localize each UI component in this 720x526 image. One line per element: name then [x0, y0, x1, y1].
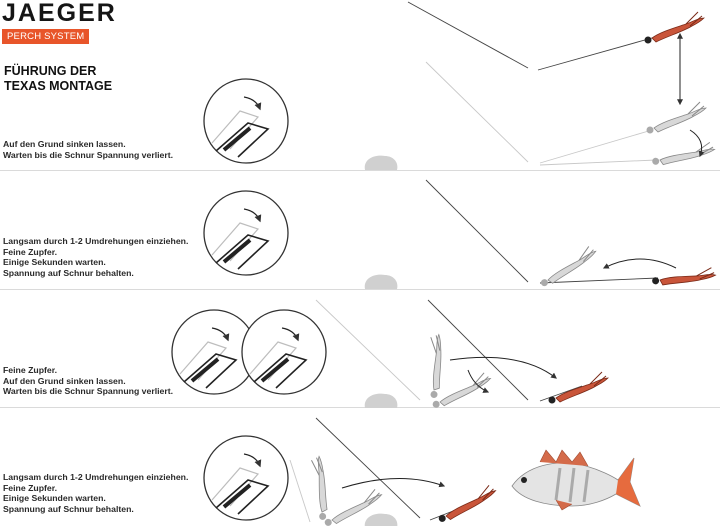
crayfish-bait-ghost-icon	[294, 454, 344, 522]
fishing-line	[315, 417, 421, 519]
step-3-line-2: Auf den Grund sinken lassen.	[3, 375, 126, 386]
page-title: FÜHRUNG DER TEXAS MONTAGE	[4, 64, 112, 94]
page-title-line1: FÜHRUNG DER	[4, 64, 97, 78]
rock-icon	[364, 393, 398, 408]
step-2-text: Langsam durch 1-2 Umdrehungen einziehen.…	[3, 236, 188, 278]
rock-icon	[364, 274, 398, 289]
fishing-line	[537, 37, 653, 71]
step-4-line-4: Spannung auf Schnur behalten.	[3, 503, 134, 514]
fishing-line	[427, 299, 529, 401]
fishing-line-ghost	[539, 129, 653, 164]
step-2-line-1: Langsam durch 1-2 Umdrehungen einziehen.	[3, 236, 189, 246]
step-3-text: Feine Zupfer. Auf den Grund sinken lasse…	[3, 365, 173, 397]
crayfish-bait-icon	[650, 252, 718, 301]
step-2-line-3: Einige Sekunden warten.	[3, 257, 106, 267]
arrow-icon	[602, 258, 677, 269]
arrow-icon	[467, 369, 490, 393]
arrow-icon	[689, 129, 705, 158]
arrow-icon	[449, 356, 557, 379]
crayfish-bait-ghost-icon	[646, 101, 707, 134]
fishing-line	[539, 277, 659, 284]
fishing-line	[425, 179, 529, 283]
fishing-line-ghost	[315, 299, 421, 401]
page-title-line2: TEXAS MONTAGE	[4, 79, 113, 93]
step-3-line-1: Feine Zupfer.	[3, 365, 58, 375]
reel-handle-icon	[204, 191, 288, 275]
section-divider-1	[0, 170, 720, 171]
rock-icon	[364, 513, 398, 526]
crayfish-bait-icon	[435, 484, 499, 523]
reel-handle-icon	[204, 436, 288, 520]
reel-handle-icon	[204, 79, 288, 163]
fishing-line-ghost	[539, 159, 657, 166]
brand-name: JAEGER	[2, 0, 117, 27]
step-1-line-2: Warten bis die Schnur Spannung verliert.	[3, 149, 174, 160]
step-2-line-2: Feine Zupfer.	[3, 246, 58, 257]
section-divider-2	[0, 289, 720, 290]
step-4-text: Langsam durch 1-2 Umdrehungen einziehen.…	[3, 472, 188, 514]
reel-handle-icon	[242, 310, 326, 394]
crayfish-bait-icon	[548, 371, 609, 404]
fishing-line-ghost	[289, 459, 311, 523]
crayfish-bait-icon	[644, 11, 705, 44]
section-divider-3	[0, 407, 720, 408]
fishing-line	[539, 385, 583, 402]
fishing-line-ghost	[425, 61, 529, 163]
brand-subtitle-badge: PERCH SYSTEM	[2, 29, 90, 44]
crayfish-bait-ghost-icon	[651, 132, 717, 175]
step-4-line-1: Langsam durch 1-2 Umdrehungen einziehen.	[3, 472, 189, 482]
perch-icon	[511, 449, 641, 511]
arrow-icon	[341, 477, 446, 489]
step-1-line-1: Auf den Grund sinken lassen.	[3, 139, 126, 149]
crayfish-bait-ghost-icon	[406, 331, 463, 400]
brand-logo: JAEGER PERCH SYSTEM	[2, 0, 117, 44]
step-4-line-3: Einige Sekunden warten.	[3, 493, 106, 503]
step-4-line-2: Feine Zupfer.	[3, 482, 58, 493]
step-3-line-3: Warten bis die Schnur Spannung verliert.	[3, 386, 174, 396]
rock-icon	[364, 155, 398, 170]
fishing-line	[407, 1, 529, 69]
step-1-text: Auf den Grund sinken lassen. Warten bis …	[3, 139, 173, 160]
step-2-line-4: Spannung auf Schnur behalten.	[3, 267, 134, 278]
